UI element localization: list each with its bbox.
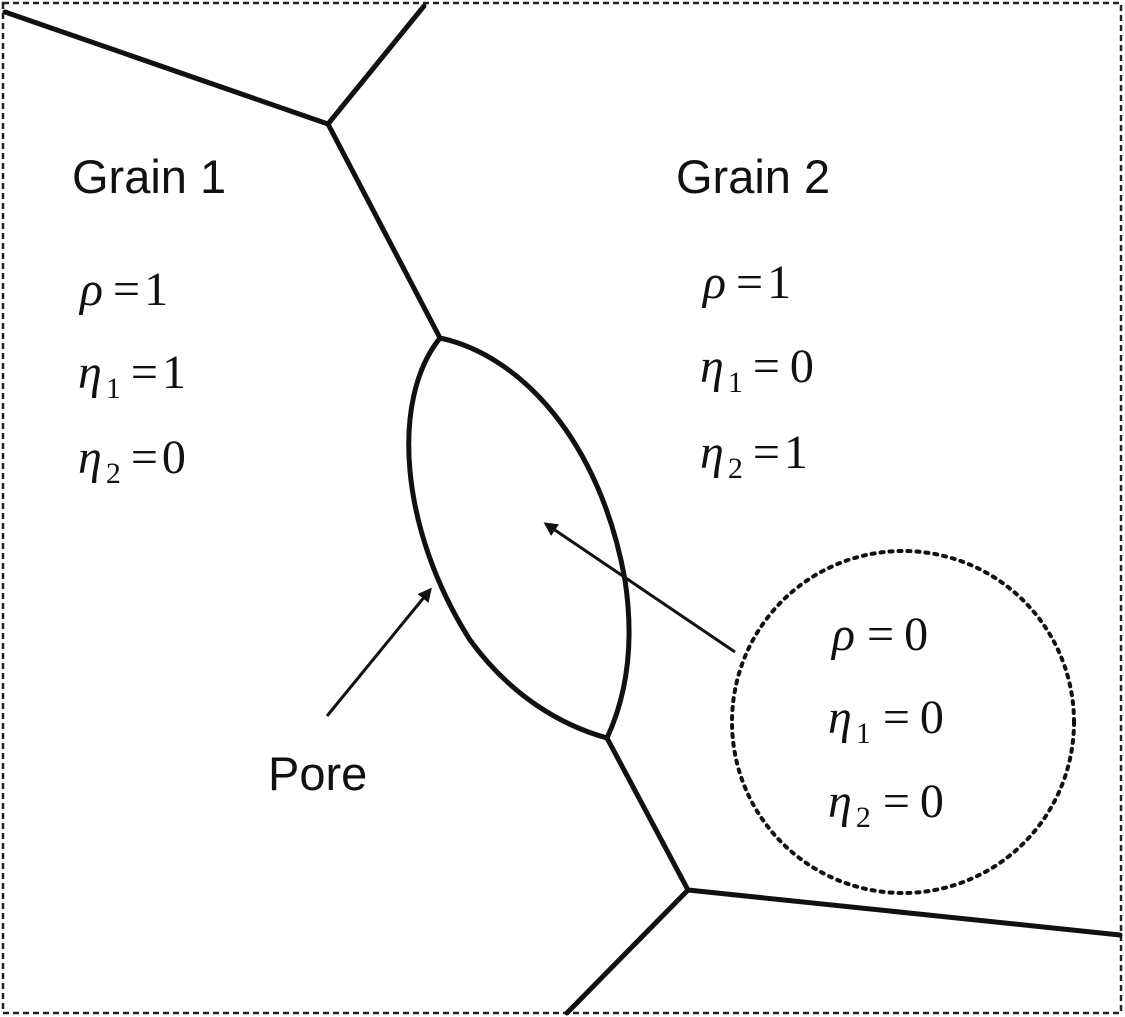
pore-label-arrow (325, 587, 432, 717)
boundary-top-left (2, 9, 331, 127)
pore-state-arrow (543, 522, 736, 654)
boundary-top-right (325, 3, 427, 127)
pore-eta1-eq: η 1 = 0 (828, 691, 944, 750)
grain2-rho-eq: ρ = 1 (701, 256, 791, 309)
boundary-bottom-left (564, 887, 691, 1016)
grain2-title: Grain 2 (676, 150, 830, 203)
grain1-eta1-eq: η 1 = 1 (78, 346, 186, 405)
grain1-title: Grain 1 (72, 150, 226, 203)
grain2-eta1-eq: η 1 = 0 (700, 340, 814, 399)
pore-label: Pore (268, 747, 367, 800)
pore-rho-eq: ρ = 0 (830, 608, 928, 661)
grain2-eta2-eq: η 2 = 1 (700, 426, 808, 485)
boundary-upper-middle (325, 121, 443, 341)
pore-eta2-eq: η 2 = 0 (828, 775, 944, 834)
pore-left-arc (406, 335, 610, 741)
grain1-rho-eq: ρ = 1 (78, 263, 168, 316)
grain1-eta2-eq: η 2 = 0 (78, 431, 186, 490)
boundary-lower-middle (604, 735, 691, 893)
pore-right-arc (437, 335, 632, 741)
pore-state-circle (730, 549, 1076, 895)
pore-outline (406, 335, 632, 741)
boundary-bottom-right (685, 887, 1123, 938)
grain-boundaries (2, 3, 1123, 1016)
